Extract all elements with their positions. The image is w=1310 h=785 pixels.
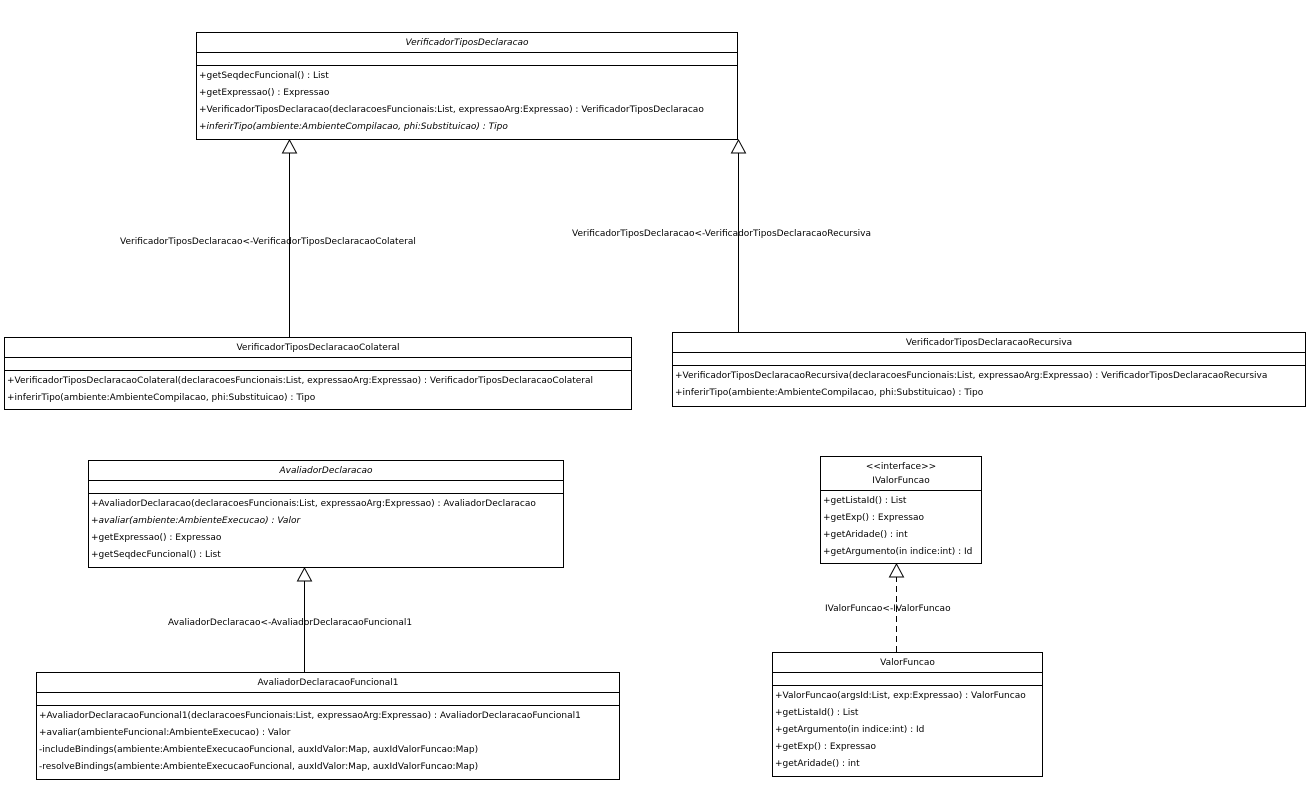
generalization-arrowhead-colateral	[281, 138, 298, 154]
generalization-arrowhead-recursiva	[730, 138, 747, 154]
class-header: <<interface>> IValorFuncao	[821, 457, 981, 491]
operation: +ValorFuncao(argsId:List, exp:Expressao)…	[775, 691, 1026, 701]
operation: -includeBindings(ambiente:AmbienteExecuc…	[39, 745, 479, 755]
operation: +inferirTipo(ambiente:AmbienteCompilacao…	[7, 393, 316, 403]
operation: +VerificadorTiposDeclaracao(declaracoesF…	[199, 105, 704, 115]
operation: +getArgumento(in indice:int) : Id	[823, 547, 973, 557]
attributes-compartment	[5, 358, 631, 371]
class-verificador-tipos-declaracao[interactable]: VerificadorTiposDeclaracao +getSeqdecFun…	[196, 32, 738, 140]
relation-label-valorfuncao: IValorFuncao<-IValorFuncao	[825, 604, 951, 614]
attributes-compartment	[673, 353, 1305, 366]
attributes-compartment	[37, 693, 619, 706]
realization-arrowhead-valorfuncao	[888, 562, 905, 578]
class-avaliador-declaracao[interactable]: AvaliadorDeclaracao +AvaliadorDeclaracao…	[88, 460, 564, 568]
operation: +VerificadorTiposDeclaracaoRecursiva(dec…	[675, 371, 1268, 381]
class-avaliador-declaracao-funcional1[interactable]: AvaliadorDeclaracaoFuncional1 +Avaliador…	[36, 672, 620, 780]
attributes-compartment	[773, 673, 1042, 686]
class-valor-funcao[interactable]: ValorFuncao +ValorFuncao(argsId:List, ex…	[772, 652, 1043, 777]
attributes-compartment	[89, 481, 563, 494]
class-name: IValorFuncao	[872, 476, 930, 486]
operation: +AvaliadorDeclaracaoFuncional1(declaraco…	[39, 711, 581, 721]
interface-ivalor-funcao[interactable]: <<interface>> IValorFuncao +getListaId()…	[820, 456, 982, 564]
operations-compartment: +AvaliadorDeclaracao(declaracoesFunciona…	[89, 494, 563, 565]
class-name: ValorFuncao	[773, 653, 1042, 673]
operation: +getExp() : Expressao	[775, 742, 876, 752]
operation: +getListaId() : List	[823, 496, 907, 506]
class-name: VerificadorTiposDeclaracaoColateral	[5, 338, 631, 358]
generalization-arrowhead-funcional1	[296, 566, 313, 582]
operation: +inferirTipo(ambiente:AmbienteCompilacao…	[675, 388, 984, 398]
operation: +getExp() : Expressao	[823, 513, 924, 523]
operation: +getSeqdecFuncional() : List	[91, 550, 221, 560]
relation-label-funcional1: AvaliadorDeclaracao<-AvaliadorDeclaracao…	[168, 618, 413, 628]
class-name: VerificadorTiposDeclaracao	[197, 33, 737, 53]
relation-label-recursiva: VerificadorTiposDeclaracao<-VerificadorT…	[572, 229, 872, 239]
class-name: VerificadorTiposDeclaracaoRecursiva	[673, 333, 1305, 353]
attributes-compartment	[197, 53, 737, 66]
operation: +getListaId() : List	[775, 708, 859, 718]
stereotype-label: <<interface>>	[865, 462, 937, 472]
operations-compartment: +AvaliadorDeclaracaoFuncional1(declaraco…	[37, 706, 619, 777]
operations-compartment: +getListaId() : List +getExp() : Express…	[821, 491, 981, 562]
operation: +getSeqdecFuncional() : List	[199, 71, 329, 81]
operation: +getAridade() : int	[823, 530, 908, 540]
abstract-operation: +avaliar(ambiente:AmbienteExecucao) : Va…	[91, 516, 301, 526]
operation: +getExpressao() : Expressao	[199, 88, 330, 98]
operations-compartment: +VerificadorTiposDeclaracaoRecursiva(dec…	[673, 366, 1305, 403]
relation-label-colateral: VerificadorTiposDeclaracao<-VerificadorT…	[120, 237, 416, 247]
class-verificador-tipos-declaracao-recursiva[interactable]: VerificadorTiposDeclaracaoRecursiva +Ver…	[672, 332, 1306, 407]
class-name: AvaliadorDeclaracao	[89, 461, 563, 481]
operations-compartment: +VerificadorTiposDeclaracaoColateral(dec…	[5, 371, 631, 408]
operations-compartment: +ValorFuncao(argsId:List, exp:Expressao)…	[773, 686, 1042, 774]
operation: +VerificadorTiposDeclaracaoColateral(dec…	[7, 376, 593, 386]
operations-compartment: +getSeqdecFuncional() : List +getExpress…	[197, 66, 737, 137]
operation: +getExpressao() : Expressao	[91, 533, 222, 543]
abstract-operation: +inferirTipo(ambiente:AmbienteCompilacao…	[199, 122, 508, 132]
operation: +AvaliadorDeclaracao(declaracoesFunciona…	[91, 499, 536, 509]
operation: +getArgumento(in indice:int) : Id	[775, 725, 925, 735]
operation: +getAridade() : int	[775, 759, 860, 769]
class-name: AvaliadorDeclaracaoFuncional1	[37, 673, 619, 693]
operation: +avaliar(ambienteFuncional:AmbienteExecu…	[39, 728, 291, 738]
operation: -resolveBindings(ambiente:AmbienteExecuc…	[39, 762, 479, 772]
class-verificador-tipos-declaracao-colateral[interactable]: VerificadorTiposDeclaracaoColateral +Ver…	[4, 337, 632, 410]
